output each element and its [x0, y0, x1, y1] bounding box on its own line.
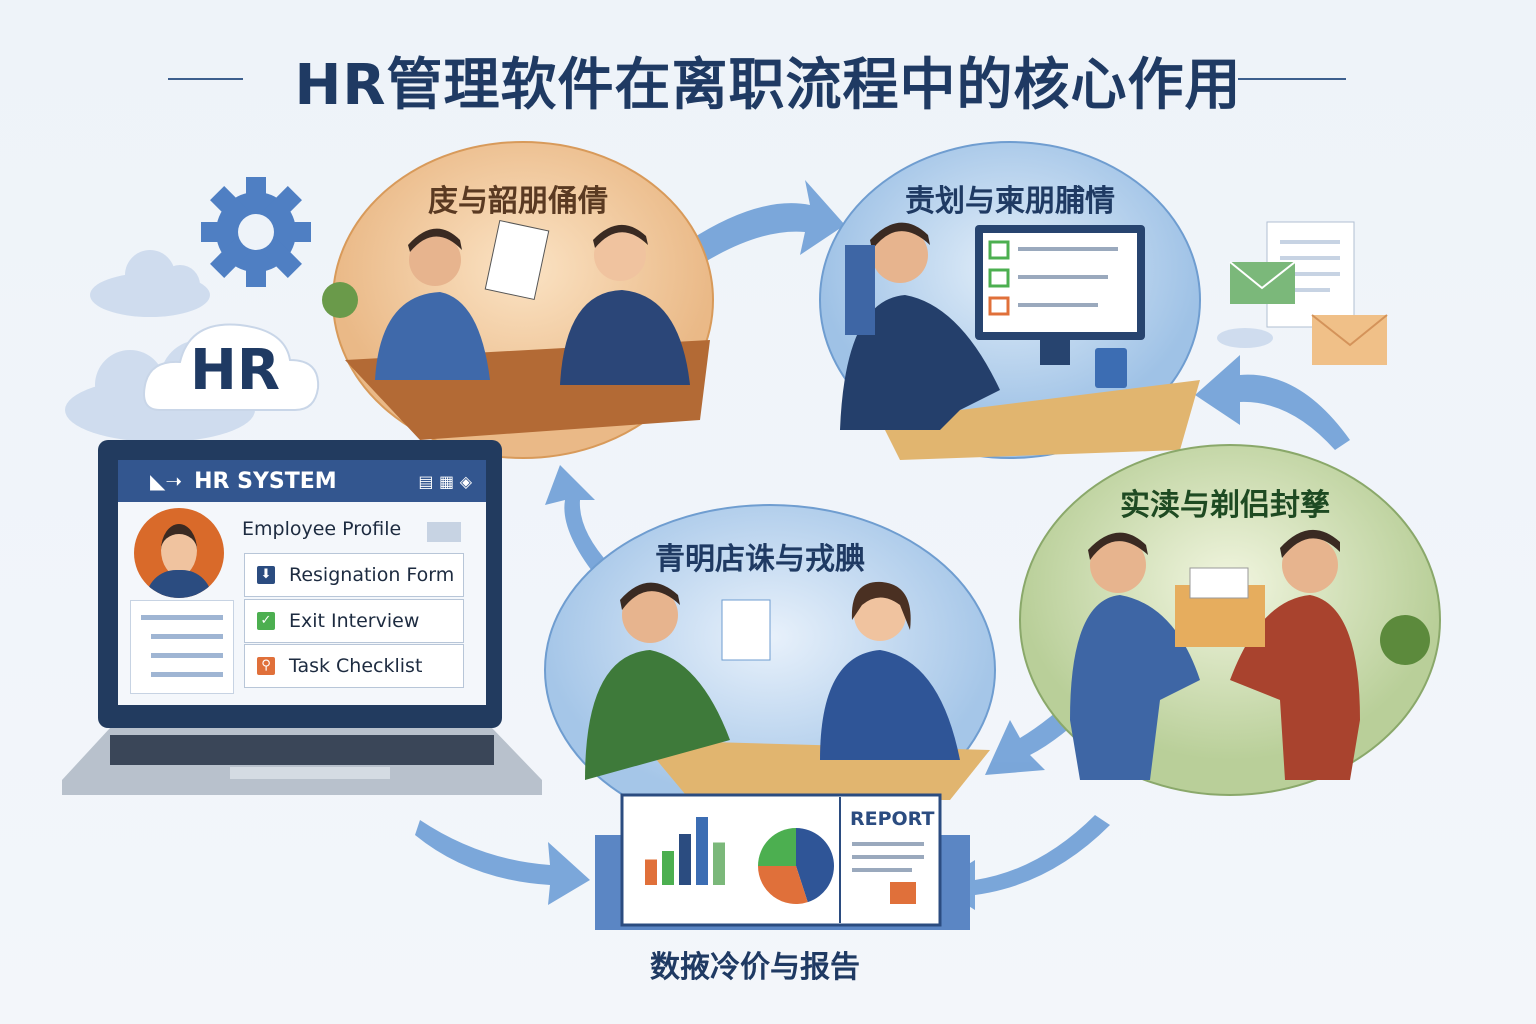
pie-slice	[758, 828, 796, 866]
bar	[662, 851, 674, 885]
arrow-icon	[935, 815, 1110, 910]
envelope-icon	[1311, 314, 1388, 365]
title-divider-left	[168, 78, 243, 80]
arrow-icon	[415, 820, 590, 905]
checkbox-icon	[988, 240, 1010, 316]
bar	[645, 859, 657, 885]
document-icon	[721, 599, 771, 661]
menu-item-label: Task Checklist	[289, 655, 423, 677]
report-panel	[595, 793, 970, 930]
pie-slice	[758, 866, 808, 904]
arrow-icon	[545, 465, 610, 575]
arrow-icon	[690, 180, 845, 265]
envelope-icon	[1229, 261, 1296, 304]
menu-item-exit-interview[interactable]: ✓ Exit Interview	[244, 599, 464, 643]
stage-label-2: 责划与柬朋脯情	[905, 184, 1115, 219]
pie-slice	[796, 828, 834, 903]
hr-cloud-icon	[143, 323, 320, 411]
stage-label-3: 青明店诛与戎腆	[655, 542, 865, 577]
stage-circle-1	[322, 141, 714, 459]
pie-chart	[758, 828, 834, 904]
bar-chart	[645, 817, 725, 885]
bar	[713, 842, 725, 885]
stage-circle-2	[819, 141, 1201, 460]
stage-circle-3	[544, 504, 996, 836]
report-stage-label: 数掖冷价与报告	[650, 950, 860, 985]
employee-profile-label[interactable]: Employee Profile	[242, 518, 402, 540]
hr-cloud-badge: HR	[190, 338, 280, 403]
menu-item-label: Exit Interview	[289, 610, 420, 632]
toolbar-icons[interactable]: ▤ ▦ ◈	[418, 471, 472, 491]
menu-item-label: Resignation Form	[289, 564, 455, 586]
hr-system-title: HR SYSTEM	[194, 468, 337, 494]
stage-label-1: 庋与韶朋俑倩	[428, 184, 608, 219]
page-title: HR管理软件在离职流程中的核心作用	[294, 53, 1242, 118]
profile-badge	[427, 522, 461, 542]
logo-icon: ◣➝	[150, 469, 183, 493]
hr-system-header: ◣➝ HR SYSTEM ▤ ▦ ◈	[118, 460, 486, 502]
menu-item-resignation-form[interactable]: ⬇ Resignation Form	[244, 553, 464, 597]
report-label: REPORT	[850, 808, 935, 830]
checkbox-icon: ✓	[257, 612, 275, 630]
profile-details	[130, 600, 234, 694]
menu-item-task-checklist[interactable]: ⚲ Task Checklist	[244, 644, 464, 688]
bar	[679, 834, 691, 885]
title-divider-right	[1238, 78, 1346, 80]
stage-label-4: 实渎与剃侣封孳	[1120, 488, 1330, 523]
download-icon: ⬇	[257, 566, 275, 584]
mug-icon	[1095, 348, 1127, 388]
gear-icon	[201, 177, 311, 287]
search-icon: ⚲	[257, 657, 275, 675]
bar	[696, 817, 708, 885]
avatar	[134, 508, 224, 598]
stage-circle-4	[1019, 444, 1441, 796]
arrow-icon	[1195, 355, 1350, 450]
